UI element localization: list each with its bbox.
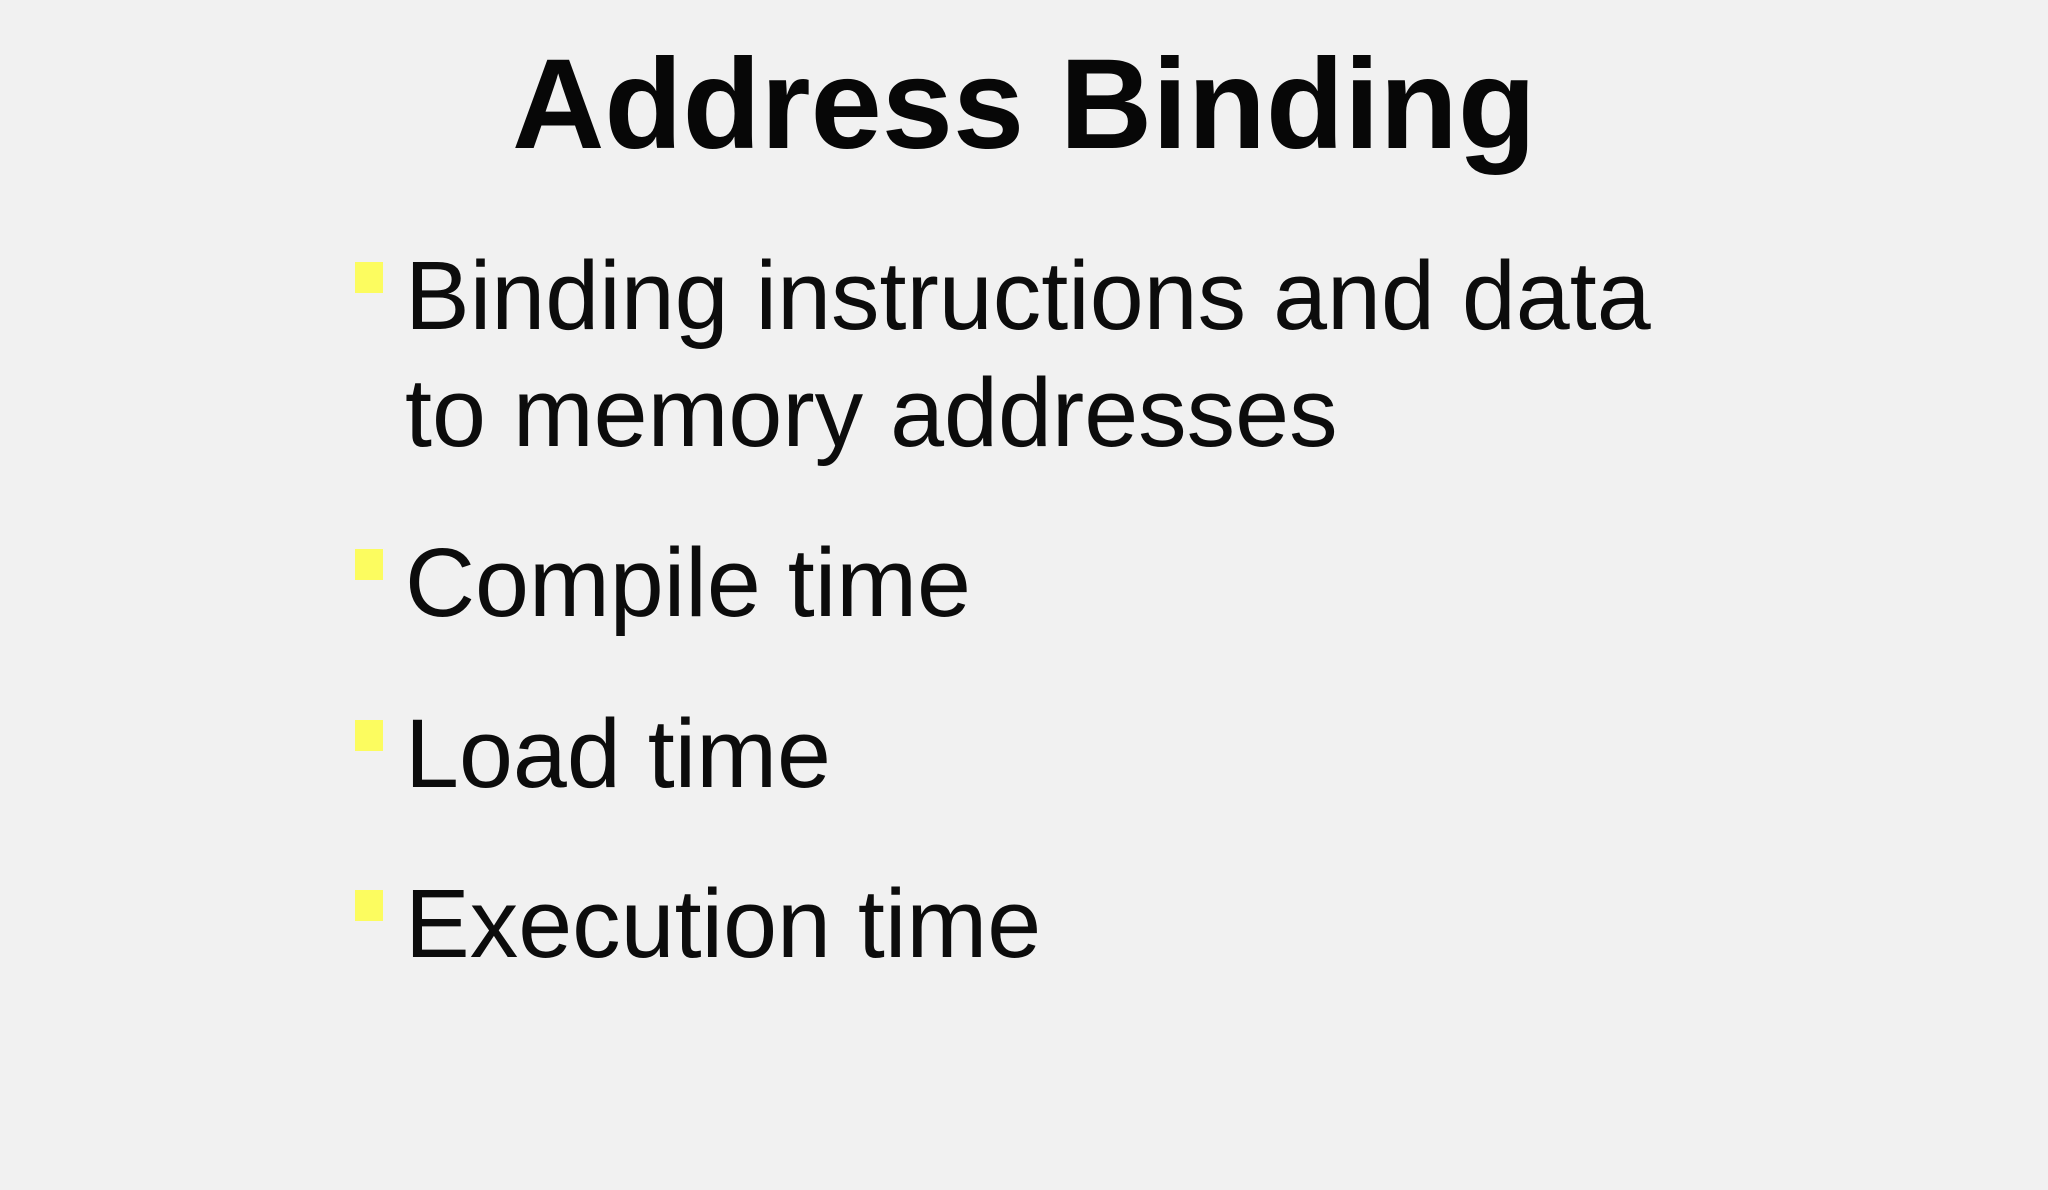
bullet-text: Execution time — [405, 868, 1042, 978]
bullet-square-icon — [355, 889, 383, 921]
bullet-square-icon — [355, 719, 383, 751]
bullet-square-icon — [355, 262, 383, 294]
list-item: Binding instructions and data to memory … — [355, 238, 2048, 471]
slide: Address Binding Binding instructions and… — [0, 33, 2048, 1190]
list-item: Compile time — [355, 525, 2048, 641]
bullet-text: Load time — [405, 698, 831, 808]
list-item: Execution time — [355, 866, 2048, 982]
bullet-text: Binding instructions and data to memory … — [405, 241, 1651, 467]
bullet-text: Compile time — [405, 528, 971, 638]
bullet-list: Binding instructions and data to memory … — [0, 238, 2048, 982]
list-item: Load time — [355, 696, 2048, 812]
bullet-square-icon — [355, 549, 383, 581]
slide-title: Address Binding — [511, 33, 1537, 176]
